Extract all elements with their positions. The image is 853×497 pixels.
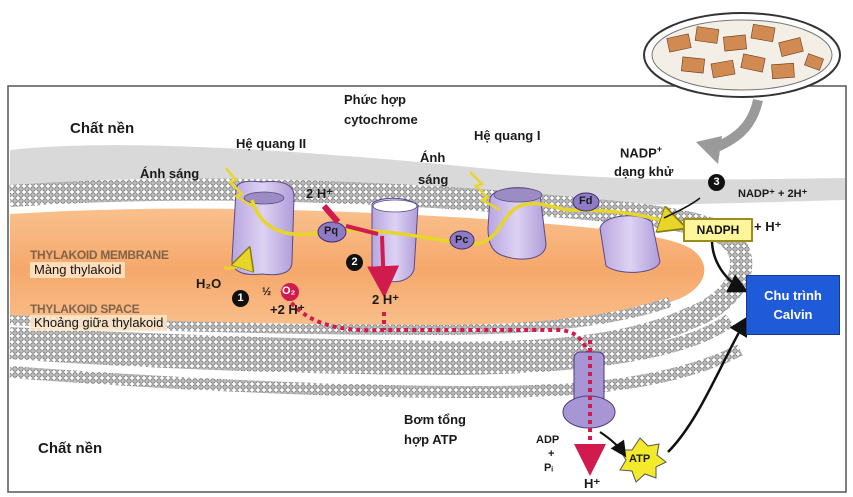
two-h-mid-label: 2 H⁺: [372, 292, 399, 308]
nadph-box: NADPH: [683, 218, 753, 242]
step-2-badge: 2: [346, 254, 363, 271]
complex-label-line2: cytochrome: [344, 112, 418, 128]
nadp-reductase: [600, 216, 660, 273]
fd-label: Fd: [579, 195, 592, 209]
cytochrome-complex: [372, 198, 418, 282]
plus-label: +: [548, 448, 554, 462]
photosystem-ii-label: Hệ quang II: [236, 136, 306, 152]
step-3-badge: 3: [708, 174, 725, 191]
light-label-2-line1: Ánh: [420, 150, 445, 166]
two-h-top-label: 2 H⁺: [306, 186, 333, 202]
calvin-cycle-box: Chu trình Calvin: [746, 275, 840, 335]
thylakoid-membrane-label: Màng thylakoid: [30, 262, 125, 278]
nadp-reduced-label-line1: NADP+: [620, 144, 662, 162]
atp-label: ATP: [629, 453, 650, 467]
light-label-2-line2: sáng: [418, 172, 448, 188]
nadp-input-label: NADP⁺ + 2H⁺: [738, 188, 807, 202]
stroma-top-label: Chất nền: [70, 120, 134, 139]
nadp-reduced-label-line2: dạng khử: [614, 164, 673, 180]
light-label-1: Ánh sáng: [140, 166, 199, 182]
calvin-line2: Calvin: [747, 305, 839, 325]
pc-label: Pc: [455, 234, 468, 248]
step-1-badge: 1: [232, 290, 249, 307]
stroma-bottom-label: Chất nền: [38, 440, 102, 459]
pq-label: Pq: [324, 225, 338, 239]
photosystem-i: [488, 188, 546, 260]
adp-label: ADP: [536, 434, 559, 448]
h-out-label: H⁺: [584, 476, 600, 492]
proton-down-arrow: [382, 236, 384, 290]
nadph-plus-label: + H⁺: [754, 219, 781, 235]
thylakoid-membrane-original-label: THYLAKOID MEMBRANE: [30, 248, 169, 263]
half-label: ½: [262, 286, 271, 300]
thylakoid-space-label: Khoảng giữa thylakoid: [30, 315, 167, 331]
complex-label-line1: Phức hợp: [344, 92, 406, 108]
chloroplast-thumbnail: [644, 13, 840, 97]
pi-label: Pᵢ: [544, 462, 553, 476]
plus-2h-label: +2 H⁺: [270, 302, 305, 318]
o2-label: O₂: [282, 285, 295, 299]
atp-pump-label-line2: hợp ATP: [404, 432, 457, 448]
h2o-label: H₂O: [196, 276, 221, 292]
nadp-reduced-sup: +: [657, 144, 662, 154]
photosystem-i-label: Hệ quang I: [474, 128, 540, 144]
calvin-line1: Chu trình: [747, 286, 839, 306]
atp-pump-label-line1: Bơm tổng: [404, 412, 466, 428]
